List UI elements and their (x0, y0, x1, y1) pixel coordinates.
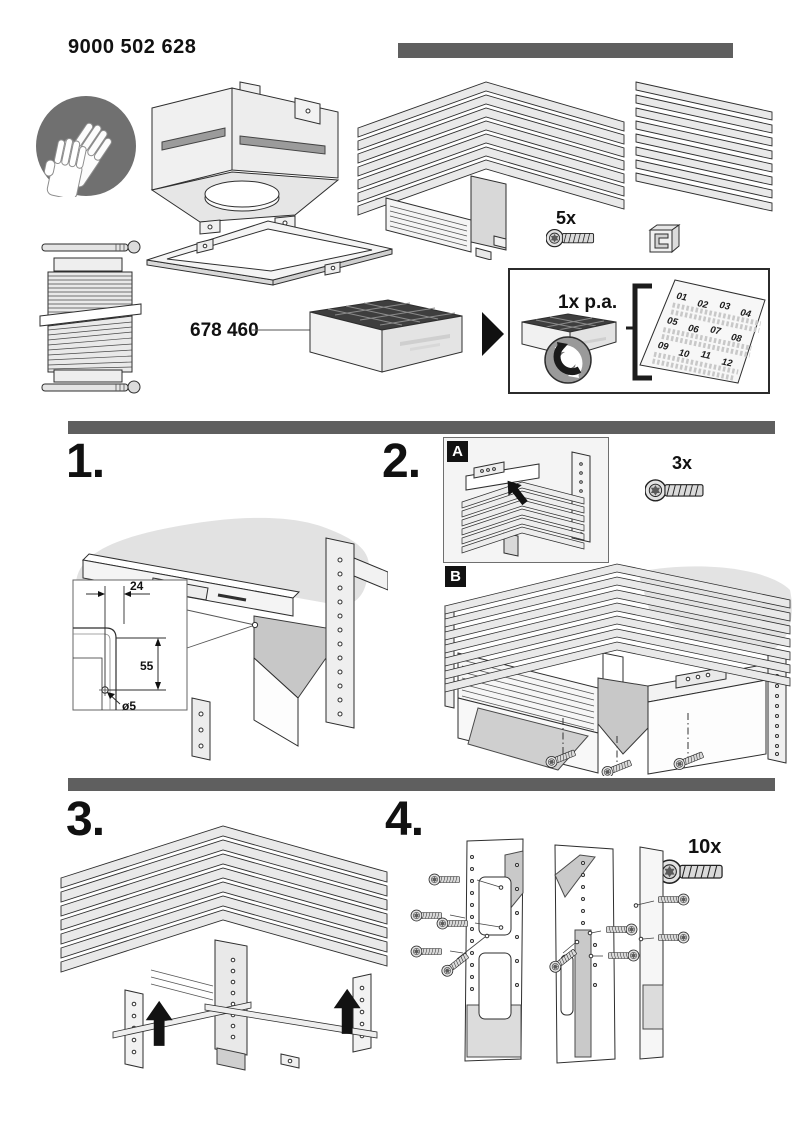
month-10: 10 (678, 347, 691, 360)
month-01: 01 (675, 291, 688, 304)
month-08: 08 (730, 332, 743, 345)
clip-part-icon (648, 224, 681, 254)
month-sticker-sheet: 01 02 03 04 05 06 07 08 09 10 11 12 (639, 279, 766, 384)
section-divider-bar-2 (68, 778, 775, 791)
month-02: 02 (696, 298, 709, 311)
month-06: 06 (687, 323, 700, 336)
step-4-illustration (410, 838, 690, 1064)
step-3-illustration (60, 825, 388, 1071)
flexible-duct-illustration (39, 240, 142, 394)
month-03: 03 (718, 300, 731, 313)
screw-5x-icon (546, 228, 595, 248)
step-1-illustration: 24 55 ø5 (72, 517, 388, 761)
filter-box-illustration (252, 299, 463, 373)
replacement-info-box: 1x p.a. 01 02 03 (508, 268, 770, 394)
dim-hole: ø5 (122, 699, 136, 713)
replacement-frequency-label: 1x p.a. (558, 292, 618, 313)
month-09: 09 (657, 340, 670, 353)
dim-24: 24 (130, 579, 144, 593)
wear-gloves-icon (36, 96, 136, 197)
step-2a-illustration (461, 451, 591, 557)
step-4-number: 4. (385, 793, 424, 846)
month-05: 05 (666, 315, 679, 328)
document-number: 9000 502 628 (68, 36, 197, 58)
filter-replace-icon (521, 313, 617, 384)
month-12: 12 (721, 357, 734, 370)
header-divider-bar (398, 43, 733, 58)
step-2-inset-a: A (443, 437, 609, 563)
filter-part-number: 678 460 (190, 320, 259, 341)
tag-a: A (447, 441, 468, 462)
bracket-glyph (626, 283, 652, 381)
section-divider-bar-1 (68, 421, 775, 434)
month-11: 11 (700, 349, 712, 362)
tag-b: B (445, 566, 466, 587)
housing-part-illustration (150, 81, 340, 235)
dim-55: 55 (140, 659, 154, 673)
next-arrow-icon (482, 312, 504, 356)
step-1-number: 1. (66, 435, 105, 488)
step-2b-illustration (444, 563, 792, 776)
month-04: 04 (739, 307, 752, 320)
recycle-icon (544, 336, 592, 384)
flat-louver-illustration (635, 81, 773, 212)
step-2-number: 2. (382, 435, 421, 488)
screw-qty-3x-label: 3x (672, 453, 693, 473)
month-07: 07 (709, 324, 722, 337)
corner-louver-illustration (357, 81, 625, 260)
screw-qty-5x-label: 5x (556, 208, 577, 228)
screw-3x-icon (645, 479, 704, 502)
screw-qty-10x-label: 10x (688, 836, 722, 858)
square-frame-illustration (146, 220, 393, 286)
step-3-number: 3. (66, 793, 105, 846)
